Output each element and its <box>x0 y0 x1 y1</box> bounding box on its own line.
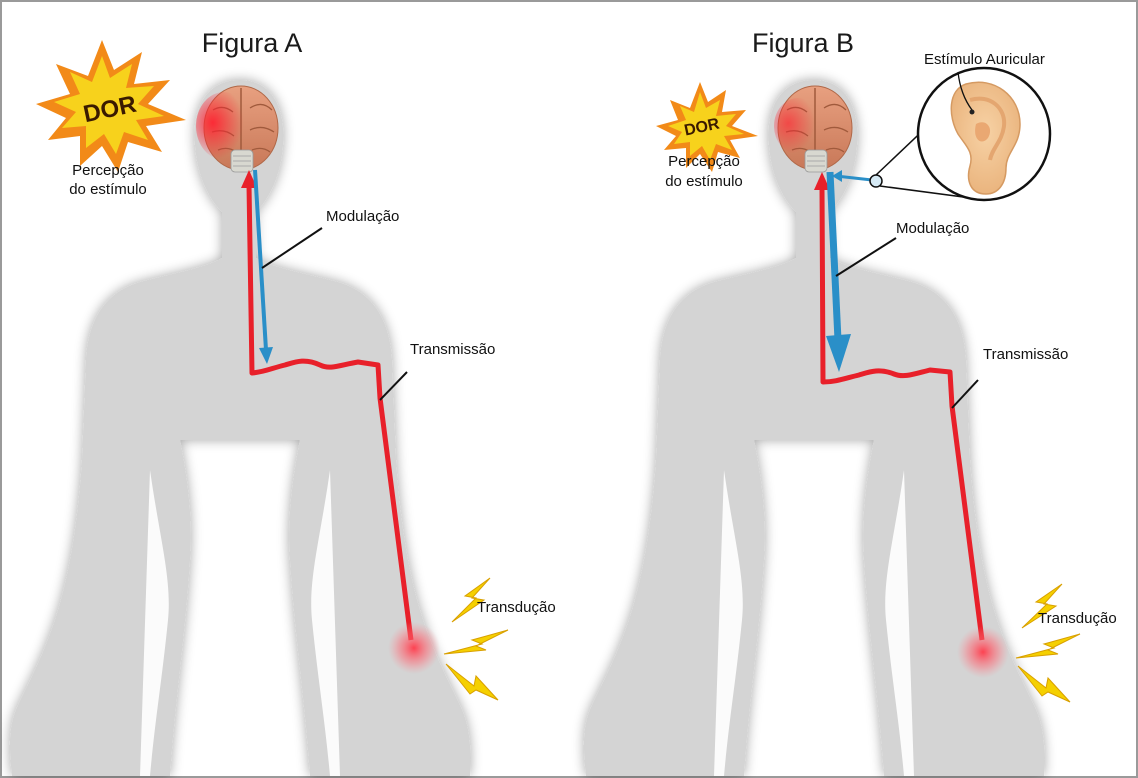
panel-figura-b: DOR Figura B Percepção do estímulo Modul… <box>584 28 1117 776</box>
stimulus-glow-b <box>957 626 1009 678</box>
panel-title: Figura B <box>752 28 854 58</box>
modulation-label: Modulação <box>896 220 969 237</box>
auricular-stimulus-label: Estímulo Auricular <box>924 51 1045 68</box>
crotch <box>804 748 824 776</box>
perception-label-line1: Percepção <box>668 153 740 170</box>
perception-label-line2: do estímulo <box>665 173 743 190</box>
ear-marker <box>870 175 882 187</box>
transduction-label: Transdução <box>1038 610 1117 627</box>
panel-figura-a: DOR Figura A Percepção do estímulo Modul… <box>10 28 556 776</box>
stimulus-glow-a <box>388 622 440 674</box>
modulation-leader-b <box>836 238 896 276</box>
modulation-leader-a <box>262 228 322 268</box>
dor-starburst-icon: DOR <box>36 40 186 172</box>
modulation-label: Modulação <box>326 208 399 225</box>
transmission-label: Transmissão <box>983 346 1068 363</box>
perception-label-line2: do estímulo <box>69 181 147 198</box>
transduction-label: Transdução <box>477 599 556 616</box>
crotch <box>230 748 250 776</box>
lightning-icon <box>1016 584 1080 702</box>
transmission-label: Transmissão <box>410 341 495 358</box>
lightning-icon <box>444 578 508 700</box>
panel-title: Figura A <box>202 28 303 58</box>
perception-label-line1: Percepção <box>72 162 144 179</box>
